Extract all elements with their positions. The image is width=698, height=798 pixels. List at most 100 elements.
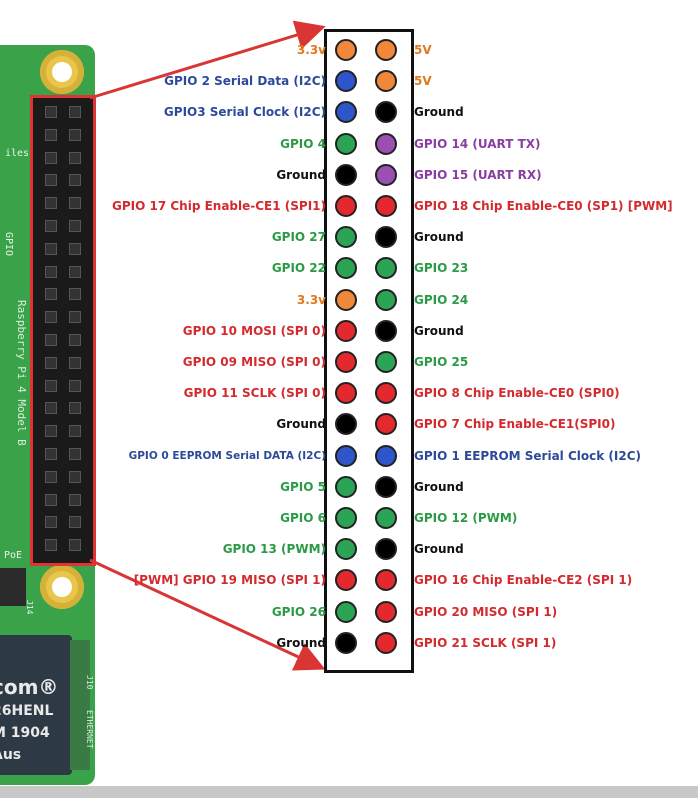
pin-label-right: GPIO 18 Chip Enable-CE0 (SP1) [PWM] [414, 199, 673, 213]
pin-label-left: GPIO 09 MISO (SPI 0) [182, 355, 326, 369]
header-pin [45, 356, 57, 369]
pin-label-right: GPIO 25 [414, 355, 469, 369]
pin-right-22 [375, 351, 397, 373]
header-pin [69, 265, 81, 278]
pin-left-21 [335, 351, 357, 373]
header-pin [45, 379, 57, 392]
pin-right-2 [375, 39, 397, 61]
header-pin [69, 197, 81, 210]
pin-label-right: GPIO 14 (UART TX) [414, 136, 541, 151]
gpio-header-highlight [30, 95, 96, 566]
pin-left-9 [335, 163, 357, 186]
pin-right-14 [375, 226, 397, 249]
pin-label-left: GPIO 6 [280, 511, 326, 525]
pin-label-right: Ground [414, 542, 464, 557]
pin-label-right: GPIO 20 MISO (SPI 1) [414, 604, 558, 619]
pin-right-6 [375, 101, 397, 124]
mounting-hole-top [40, 50, 84, 94]
ethernet-chip: com® 26HENL M 1904 Aus [0, 635, 72, 775]
pin-right-36 [375, 569, 397, 592]
pin-label-right: GPIO 7 Chip Enable-CE1(SPI0) [414, 417, 616, 432]
pin-label-right: GPIO 8 Chip Enable-CE0 (SPI0) [414, 386, 620, 401]
header-pin [45, 220, 57, 232]
header-pin [69, 402, 81, 415]
pin-label-left: GPIO 13 (PWM) [222, 542, 326, 557]
header-pin [69, 242, 81, 255]
board-label-poe: PoE [4, 550, 23, 561]
pin-label-right: GPIO 15 (UART RX) [414, 167, 542, 182]
header-pin [69, 539, 81, 552]
pin-label-left: [PWM] GPIO 19 MISO (SPI 1) [133, 573, 326, 588]
header-pin [45, 539, 57, 552]
pin-left-31 [335, 507, 357, 529]
pin-left-5 [335, 101, 357, 124]
pin-left-23 [335, 382, 357, 405]
pin-right-8 [375, 132, 397, 155]
header-pin [45, 197, 57, 210]
header-pin [69, 128, 81, 141]
header-pin [45, 128, 57, 141]
ethernet-port [70, 640, 90, 770]
header-pin [69, 425, 81, 438]
mounting-hole-bottom [40, 565, 84, 609]
bottom-bar [0, 786, 698, 798]
header-pin [69, 288, 81, 301]
pin-right-20 [375, 319, 397, 342]
chip-line-3: M 1904 [0, 725, 50, 741]
chip-line-2: 26HENL [0, 703, 54, 719]
header-pin [45, 106, 57, 118]
pin-right-4 [375, 70, 397, 93]
chip-line-1: com® [0, 675, 59, 699]
pin-label-right: 5V [414, 74, 432, 89]
pin-label-right: GPIO 1 EEPROM Serial Clock (I2C) [414, 448, 641, 463]
pin-left-35 [335, 569, 357, 592]
header-pin [69, 220, 81, 232]
pin-label-left: GPIO3 Serial Clock (I2C) [163, 105, 326, 120]
header-pin [45, 311, 57, 324]
pin-left-33 [335, 538, 357, 561]
header-pin [45, 425, 57, 438]
pin-label-left: GPIO 17 Chip Enable-CE1 (SPI1) [111, 199, 326, 213]
pin-label-left: Ground [276, 417, 326, 432]
header-pin [45, 448, 57, 460]
pin-label-left: GPIO 4 [280, 136, 326, 151]
pin-right-30 [375, 475, 397, 498]
pin-right-12 [375, 195, 397, 217]
pin-right-26 [375, 413, 397, 436]
header-pin [45, 516, 57, 529]
arrow-bottom [89, 558, 326, 671]
header-pin [45, 174, 57, 187]
header-pin [45, 242, 57, 255]
pin-label-left: GPIO 10 MOSI (SPI 0) [182, 323, 326, 338]
header-pin [69, 174, 81, 187]
pin-label-right: 5V [414, 43, 432, 57]
pin-left-19 [335, 319, 357, 342]
board-connector [0, 568, 26, 606]
pin-label-left: GPIO 26 [271, 604, 326, 619]
pin-left-39 [335, 631, 357, 654]
header-pin [69, 470, 81, 483]
pin-label-left: GPIO 22 [271, 261, 326, 276]
pin-label-left: 3.3v [296, 43, 326, 57]
header-pin [45, 470, 57, 483]
pin-left-37 [335, 600, 357, 623]
pin-left-1 [335, 39, 357, 61]
pin-label-left: 3.3v [296, 292, 326, 307]
header-pin [69, 493, 81, 506]
header-pin [69, 356, 81, 369]
pin-right-18 [375, 288, 397, 311]
pin-label-left: Ground [276, 167, 326, 182]
pin-label-left: GPIO 11 SCLK (SPI 0) [183, 386, 326, 401]
pin-left-13 [335, 226, 357, 249]
pin-right-28 [375, 444, 397, 467]
pin-label-right: Ground [414, 323, 464, 338]
pin-right-16 [375, 257, 397, 280]
header-pin [45, 334, 57, 346]
header-pin [45, 288, 57, 301]
pin-left-27 [335, 444, 357, 467]
header-pin [69, 311, 81, 324]
pin-label-right: Ground [414, 105, 464, 120]
pin-label-right: GPIO 23 [414, 261, 469, 276]
